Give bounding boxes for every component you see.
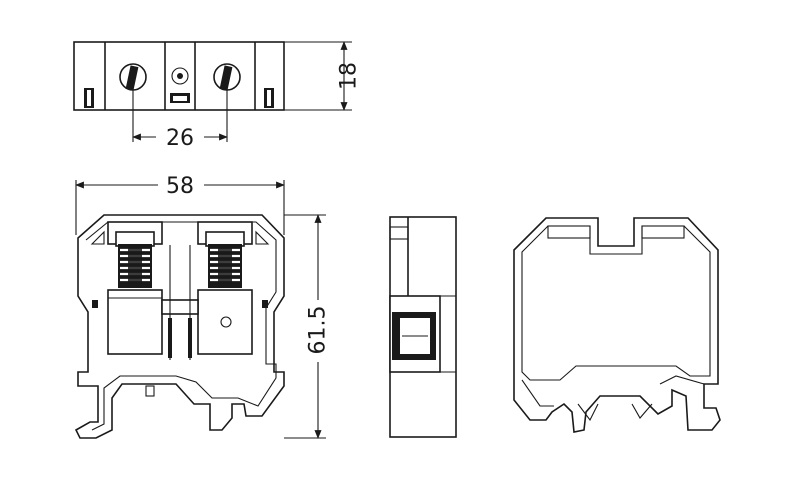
screw-right-icon xyxy=(213,63,241,91)
end-view xyxy=(513,217,721,433)
overall-height-dimension: 61.5 xyxy=(306,306,331,355)
top-height-dimension: 18 xyxy=(337,62,362,90)
front-view: 58 xyxy=(74,174,331,439)
side-view xyxy=(389,216,457,438)
screw-spacing-dimension: 26 xyxy=(166,126,194,151)
overall-width-dimension: 58 xyxy=(166,174,194,199)
top-view: 26 18 xyxy=(73,41,362,151)
screw-left-icon xyxy=(119,63,147,91)
